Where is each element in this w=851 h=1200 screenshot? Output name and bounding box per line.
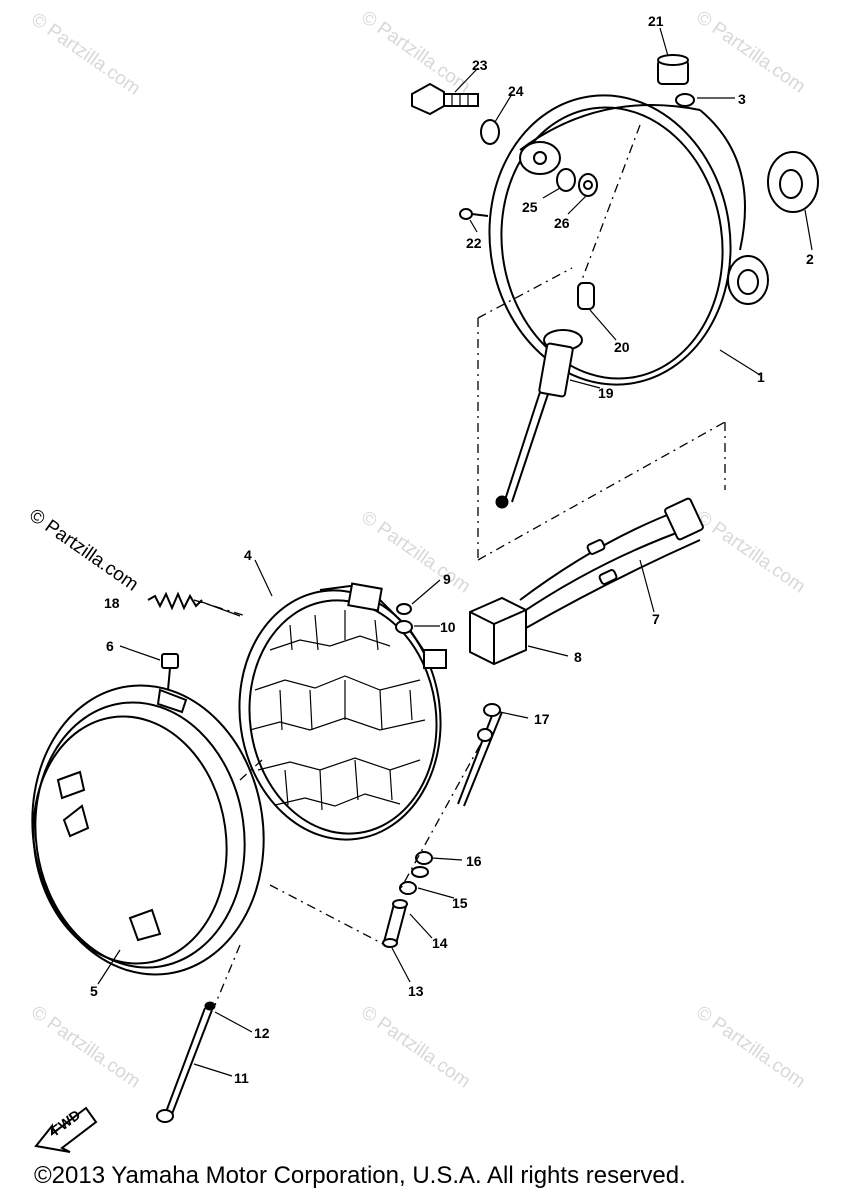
bolt [411,82,479,116]
watermark: © Partzilla.com [357,507,474,598]
front-arrow-icon: FWD [34,1106,98,1153]
watermark: © Partzilla.com [27,9,144,100]
grommet-small [556,168,598,197]
callout-12: 12 [254,1025,270,1041]
grommet [767,151,819,213]
callout-24: 24 [508,83,524,99]
leader-lines [97,27,813,1077]
connector [469,596,527,666]
watermark: © Partzilla.com [357,7,474,98]
callout-19: 19 [598,385,614,401]
callout-16: 16 [466,853,482,869]
center-lines [193,124,641,1006]
callout-11: 11 [234,1070,249,1086]
cap [657,54,689,85]
watermark: © Partzilla.com [692,1002,809,1093]
watermark: © Partzilla.com [692,507,809,598]
long-screw [156,1001,216,1123]
headlight-rim [31,684,265,976]
screw [156,653,188,714]
callout-25: 25 [522,199,538,215]
callout-23: 23 [472,57,488,73]
callout-13: 13 [408,983,424,999]
callout-14: 14 [432,935,448,951]
callout-7: 7 [652,611,660,627]
callout-26: 26 [554,215,570,231]
watermark: © Partzilla.com [692,7,809,98]
adjusting-spring [147,591,241,617]
screw-small [459,208,489,220]
wire-harness [519,497,704,629]
watermark: © Partzilla.com [25,505,142,596]
callout-6: 6 [106,638,114,654]
watermark: © Partzilla.com [27,1002,144,1093]
copyright-notice: ©2013 Yamaha Motor Corporation, U.S.A. A… [34,1162,686,1189]
callout-10: 10 [440,619,456,635]
callout-17: 17 [534,711,550,727]
wiring-box [477,267,726,561]
callout-labels: 1 2 3 4 5 6 7 8 9 10 11 12 13 14 15 16 1… [90,13,814,1086]
bulb-socket [495,282,595,509]
nut [675,93,695,107]
callout-15: 15 [452,895,468,911]
callout-18: 18 [104,595,120,611]
washer [480,119,500,145]
callout-20: 20 [614,339,630,355]
callout-5: 5 [90,983,98,999]
callout-9: 9 [443,571,451,587]
watermark: © Partzilla.com [357,1002,474,1093]
callout-2: 2 [806,251,814,267]
sealed-beam-unit [238,582,447,841]
headlight-housing [488,94,769,386]
callout-3: 3 [738,91,746,107]
nut-small [395,603,413,634]
callout-8: 8 [574,649,582,665]
callout-22: 22 [466,235,482,251]
adjuster-assembly [382,703,503,948]
callout-21: 21 [648,13,664,29]
callout-1: 1 [757,369,765,385]
callout-4: 4 [244,547,252,563]
